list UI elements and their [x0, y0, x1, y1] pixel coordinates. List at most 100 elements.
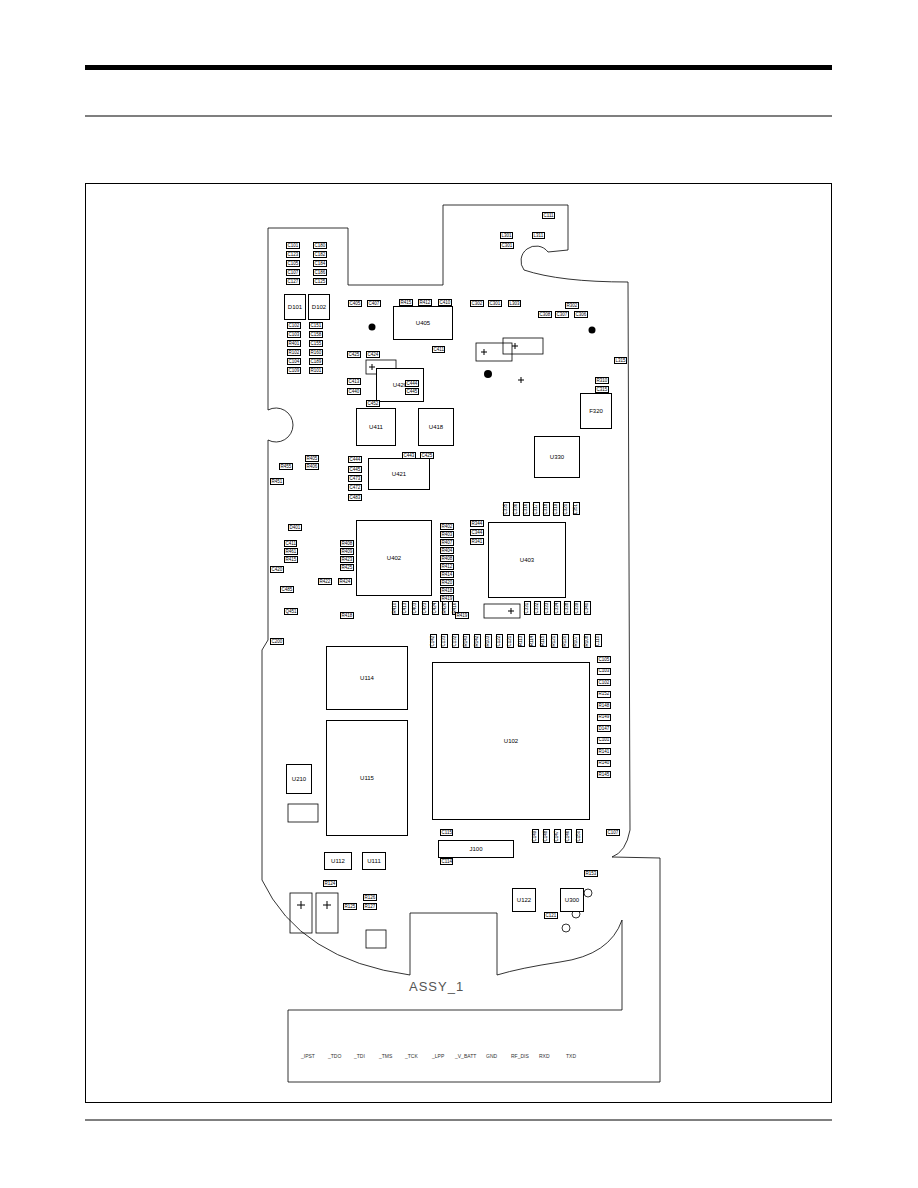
reference-designator: R114 — [530, 636, 535, 646]
part-outline: R408 — [340, 540, 354, 547]
part-outline: R143 — [463, 634, 470, 648]
reference-designator: R126 — [364, 895, 375, 900]
part-outline: D401 — [288, 524, 302, 531]
part-outline: C425 — [420, 452, 434, 459]
part-outline: R310 — [595, 377, 609, 384]
reference-designator: R420 — [441, 580, 452, 585]
part-outline: C483 — [348, 494, 362, 501]
part-outline: C445 — [348, 466, 362, 473]
reference-designator: C333 — [545, 602, 550, 613]
reference-designator: C125 — [314, 279, 325, 284]
component-outline: U421 — [368, 458, 430, 490]
crystal-outline — [288, 804, 318, 822]
reference-designator: C334 — [555, 602, 560, 613]
part-outline: R145 — [597, 771, 611, 778]
reference-designator: R414 — [441, 572, 452, 577]
part-outline: C445 — [405, 388, 419, 395]
part-outline: R124 — [323, 880, 337, 887]
reference-designator: L303 — [509, 301, 519, 306]
component-outline: D101 — [284, 294, 306, 320]
reference-designator: C444 — [406, 381, 417, 386]
capacitor-outline — [316, 893, 338, 933]
part-outline: D147 — [597, 725, 611, 732]
part-outline: C180 — [313, 242, 327, 249]
reference-designator: R101 — [310, 368, 321, 373]
part-outline: L315 — [614, 357, 627, 364]
part-outline: R113 — [518, 634, 525, 647]
signal-name: RXD — [539, 1053, 550, 1058]
test-pad-name: _TMS — [378, 1052, 393, 1059]
reference-designator: C445 — [406, 389, 417, 394]
reference-designator: C413 — [348, 379, 359, 384]
reference-designator: J100 — [469, 846, 482, 852]
part-outline: R127 — [363, 903, 377, 910]
reference-designator: C121 — [545, 913, 556, 918]
reference-designator: C150 — [577, 830, 582, 841]
component-outline: U405 — [393, 306, 453, 340]
reference-designator: R153 — [585, 871, 596, 876]
reference-designator: C301 — [489, 301, 500, 306]
reference-designator: C146 — [566, 830, 571, 841]
reference-designator: D401 — [289, 525, 300, 530]
part-outline: R451 — [270, 478, 284, 485]
part-outline: R344 — [470, 520, 484, 527]
test-pad-name: _V_BATT — [454, 1052, 477, 1059]
component-outline: U418 — [418, 408, 454, 446]
part-outline: R115 — [540, 634, 547, 647]
reference-designator: F320 — [589, 408, 603, 414]
reference-designator: C155 — [310, 341, 321, 346]
reference-designator: C147 — [555, 830, 560, 841]
reference-designator: R409 — [341, 549, 352, 554]
reference-designator: C111 — [544, 213, 554, 218]
reference-designator: C425 — [421, 453, 432, 458]
reference-designator: C425 — [348, 352, 359, 357]
part-outline: C302 — [470, 300, 484, 307]
reference-designator: D102 — [312, 304, 326, 310]
reference-designator: C104 — [288, 359, 299, 364]
reference-designator: R412 — [419, 300, 430, 305]
part-outline: C411 — [432, 346, 445, 353]
part-outline: C301 — [500, 242, 514, 249]
reference-designator: L315 — [615, 358, 625, 363]
part-outline: R107 — [573, 634, 580, 648]
reference-designator: U114 — [360, 675, 374, 681]
plus-sign — [518, 377, 524, 383]
reference-designator: C317 — [534, 503, 539, 514]
header-rule — [85, 115, 832, 116]
reference-designator: R142 — [475, 635, 480, 646]
reference-designator: C102 — [288, 323, 299, 328]
part-outline: C115 — [440, 829, 453, 836]
reference-designator: R141 — [598, 749, 609, 754]
part-outline: R455 — [279, 463, 293, 470]
part-outline: R412 — [440, 563, 454, 570]
part-outline: C122 — [496, 634, 503, 648]
reference-designator: C158 — [310, 332, 321, 337]
part-outline: R414 — [440, 571, 454, 578]
reference-designator: C149 — [533, 830, 538, 841]
component-outline: D102 — [308, 294, 330, 320]
test-pad-name: _TDI — [353, 1052, 366, 1059]
part-outline: R426 — [442, 601, 449, 615]
part-outline: C200 — [270, 638, 284, 645]
part-outline: C308 — [538, 311, 552, 318]
part-outline: C184 — [313, 260, 327, 267]
reference-designator: R410 — [393, 602, 398, 613]
reference-designator: C180 — [314, 243, 325, 248]
reference-designator: C405 — [349, 301, 360, 306]
reference-designator: C133 — [442, 635, 447, 646]
part-outline: R149 — [597, 714, 611, 721]
part-outline: R415 — [399, 299, 413, 306]
reference-designator: C102 — [598, 680, 609, 685]
reference-designator: C301 — [501, 243, 512, 248]
reference-designator: C332 — [535, 602, 540, 613]
part-outline: R461 — [284, 548, 298, 555]
part-outline: C335 — [503, 502, 510, 516]
component-outline: U403 — [488, 522, 566, 598]
part-outline: C320 — [563, 502, 570, 516]
reference-designator: C407 — [368, 301, 379, 306]
part-outline: C420 — [270, 566, 284, 573]
part-outline: C411 — [284, 540, 297, 547]
part-outline: C440 — [347, 388, 361, 395]
part-outline: R409 — [340, 548, 354, 555]
reference-designator: C320 — [564, 503, 569, 514]
